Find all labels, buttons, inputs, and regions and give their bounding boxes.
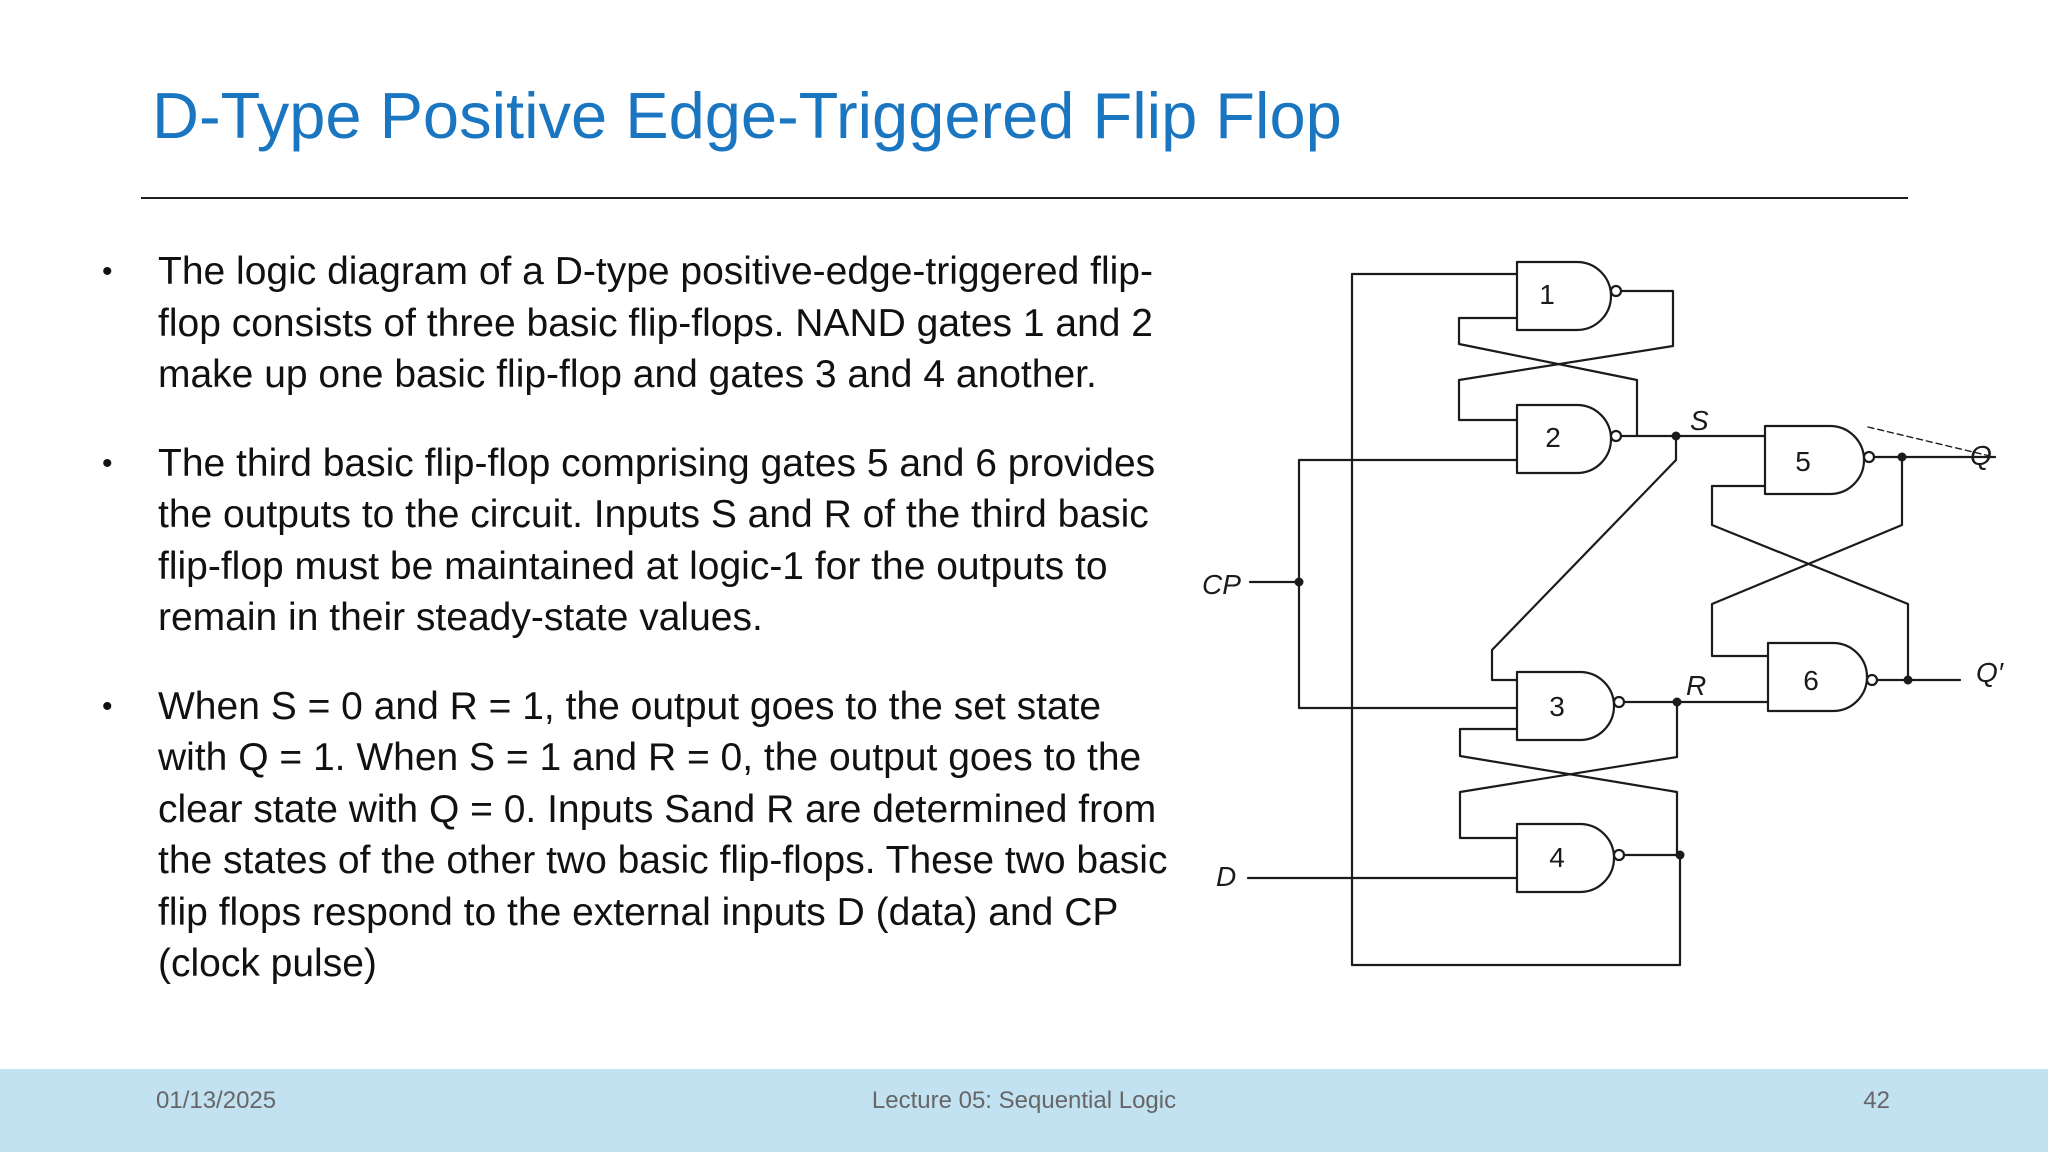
gate-2-bubble xyxy=(1609,429,1623,443)
cross-wire-1-2 xyxy=(1457,289,1675,422)
cross-wire-6-5 xyxy=(1710,484,1910,682)
gate-5-bubble xyxy=(1862,450,1876,464)
feedback-loop-wire xyxy=(1350,272,1682,967)
gate-4-label: 4 xyxy=(1549,842,1565,873)
cp-distribution-wire xyxy=(1297,458,1519,710)
nand-gate-4 xyxy=(1515,822,1616,894)
gate-6-label: 6 xyxy=(1803,665,1819,696)
flip-flop-logic-diagram: 1 2 3 4 5 6 S R CP D Q Q′ xyxy=(1202,260,2005,967)
junction-dot xyxy=(1675,850,1685,860)
gate-5-label: 5 xyxy=(1795,446,1811,477)
bullet-text: The third basic flip-flop comprising gat… xyxy=(158,441,1156,640)
s-to-gate3-wire xyxy=(1490,434,1678,682)
gate-2-label: 2 xyxy=(1545,422,1561,453)
nand-gate-5 xyxy=(1763,424,1866,496)
junction-dot xyxy=(1294,577,1304,587)
cross-wire-3-4 xyxy=(1458,700,1679,840)
slide-title: D-Type Positive Edge-Triggered Flip Flop xyxy=(152,79,1342,152)
bullet-item: • When S = 0 and R = 1, the output goes t… xyxy=(96,681,1176,990)
cross-wire-5-6 xyxy=(1710,455,1904,658)
bullet-text: The logic diagram of a D-type positive-e… xyxy=(158,250,1153,396)
bullet-list: • The logic diagram of a D-type positive-… xyxy=(96,246,1176,1027)
s-label: S xyxy=(1690,405,1709,436)
nand-gate-1 xyxy=(1515,260,1613,332)
q-label: Q xyxy=(1970,440,1992,471)
title-divider xyxy=(141,197,1908,199)
bullet-marker: • xyxy=(102,255,113,288)
nand-gate-2 xyxy=(1515,403,1613,475)
bullet-marker: • xyxy=(102,446,113,480)
junction-dot xyxy=(1897,452,1907,462)
gate-3-bubble xyxy=(1612,695,1626,709)
junction-dot xyxy=(1903,675,1913,685)
footer-lecture-title: Lecture 05: Sequential Logic xyxy=(871,1087,1177,1114)
gate-4-bubble xyxy=(1612,848,1626,862)
junction-dot xyxy=(1672,697,1682,707)
footer-bar xyxy=(0,1069,2048,1152)
cross-wire-4-3 xyxy=(1458,727,1679,857)
junction-dot xyxy=(1671,431,1681,441)
nand-gate-3 xyxy=(1515,670,1616,742)
cp-label: CP xyxy=(1202,569,1241,600)
gate-6-bubble xyxy=(1865,673,1879,687)
d-label: D xyxy=(1216,861,1236,892)
bullet-item: • The logic diagram of a D-type positive-… xyxy=(96,246,1176,401)
cross-wire-2-1 xyxy=(1457,316,1639,438)
bullet-item: • The third basic flip-flop comprising ga… xyxy=(96,438,1176,644)
gate-1-label: 1 xyxy=(1539,279,1555,310)
page-number: 42 xyxy=(1863,1087,1890,1114)
q-dashed-stroke xyxy=(1867,426,1991,457)
r-label: R xyxy=(1686,670,1706,701)
bullet-marker: • xyxy=(102,689,113,723)
gate-1-bubble xyxy=(1609,284,1623,298)
footer-date: 01/13/2025 xyxy=(156,1087,277,1114)
bullet-text: When S = 0 and R = 1, the output goes to… xyxy=(158,684,1168,986)
gate-3-label: 3 xyxy=(1549,691,1565,722)
q-bar-label: Q′ xyxy=(1976,657,2005,688)
